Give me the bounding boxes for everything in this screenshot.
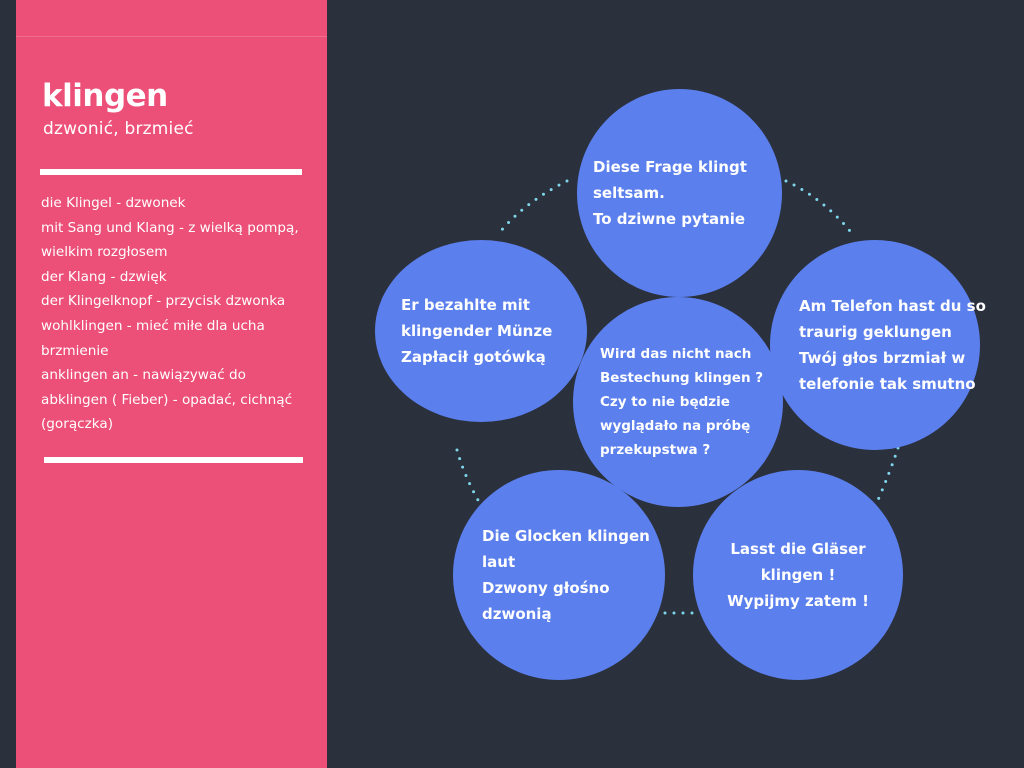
vocab-item: mit Sang und Klang - z wielką pompą, [41,219,299,236]
sidebar: klingen dzwonić, brzmieć die Klingel - d… [16,0,327,768]
vocab-item: wielkim rozgłosem [41,244,168,261]
text-line: Wird das nicht nach [600,346,752,362]
example-text-right: Am Telefon hast du so traurig geklungen … [799,293,986,397]
example-circle-right: Am Telefon hast du so traurig geklungen … [770,240,986,450]
connector-top-left [498,179,569,234]
text-line: To dziwne pytanie [593,210,746,228]
connector-left-bottom [455,448,480,502]
example-text-left: Er bezahlte mit klingender Münze Zapłaci… [401,292,552,370]
example-text-top: Diese Frage klingt seltsam. To dziwne py… [593,154,747,232]
text-line: Die Glocken klingen [482,527,650,545]
vocab-list: die Klingel - dzwonek mit Sang und Klang… [41,191,321,437]
text-line: Diese Frage klingt [593,158,747,176]
vocab-item: (gorączka) [41,416,114,433]
vocab-item: abklingen ( Fieber) - opadać, cichnąć [41,391,293,408]
example-circle-center: Wird das nicht nach Bestechung klingen ?… [573,297,783,507]
text-line: przekupstwa ? [600,442,711,458]
vocab-item: der Klang - dzwięk [41,268,167,285]
text-line: Wypijmy zatem ! [727,592,869,610]
example-circle-top: Diese Frage klingt seltsam. To dziwne py… [577,89,782,297]
example-circle-bottom-right: Lasst die Gläser klingen ! Wypijmy zatem… [693,470,903,680]
text-line: klingender Münze [401,322,553,340]
text-line: Twój głos brzmiał w [799,349,966,367]
divider-top [40,169,302,175]
text-line: Er bezahlte mit [401,296,530,314]
text-line: traurig geklungen [799,323,952,341]
divider-bottom [44,457,303,463]
connector-right-bottom [876,446,900,502]
vocab-item: anklingen an - nawiązywać do [41,367,246,384]
example-circle-left: Er bezahlte mit klingender Münze Zapłaci… [375,240,587,422]
vocab-item: der Klingelknopf - przycisk dzwonka [41,293,286,310]
vocab-item: die Klingel - dzwonek [41,195,186,211]
example-text-bottom-right: Lasst die Gläser klingen ! Wypijmy zatem… [727,536,869,614]
connector-top-right [784,179,856,238]
text-line: Zapłacił gotówką [401,348,546,366]
vocab-item: brzmienie [41,342,109,359]
text-line: Am Telefon hast du so [799,297,986,315]
example-text-center: Wird das nicht nach Bestechung klingen ?… [600,342,763,462]
text-line: laut [482,553,516,571]
left-margin [0,0,16,768]
text-line: telefonie tak smutno [799,375,976,393]
text-line: klingen ! [760,566,836,584]
text-line: Dzwony głośno [482,579,610,597]
example-circle-bottom-left: Die Glocken klingen laut Dzwony głośno d… [453,470,665,680]
page-title: klingen [42,78,168,114]
vocab-item: wohlklingen - mieć miłe dla ucha [41,317,265,334]
example-text-bottom-left: Die Glocken klingen laut Dzwony głośno d… [482,523,650,627]
sidebar-top-line [16,36,327,37]
text-line: wyglądało na próbę [600,418,751,434]
text-line: Lasst die Gläser [730,540,866,558]
text-line: Bestechung klingen ? [600,370,764,386]
text-line: seltsam. [593,184,665,202]
page-subtitle: dzwonić, brzmieć [43,119,194,139]
text-line: dzwonią [482,605,552,623]
text-line: Czy to nie będzie [600,394,730,410]
